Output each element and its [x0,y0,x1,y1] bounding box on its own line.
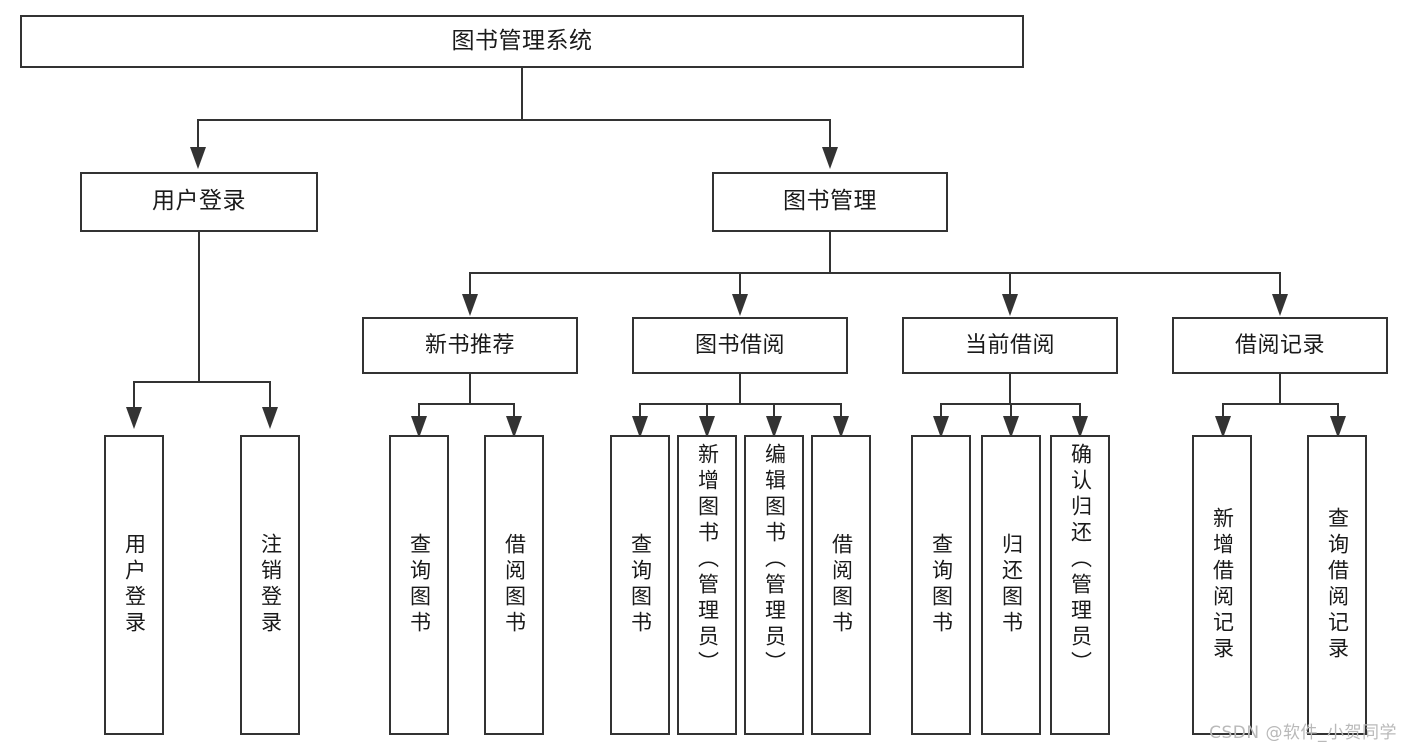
connector-book-borrow-drop-1 [639,403,641,419]
leaf-user-login[interactable]: 用户登录 [104,435,164,735]
leaf-query-book-current[interactable]: 查询图书 [911,435,971,735]
leaf-query-book-borrow[interactable]: 查询图书 [610,435,670,735]
connector-new-book-drop-1 [418,403,420,419]
arrowhead-book-borrow-2 [699,416,715,438]
leaf-query-borrow-record[interactable]: 查询借阅记录 [1307,435,1367,735]
node-root-book-management-system[interactable]: 图书管理系统 [20,15,1024,68]
connector-current-borrow-drop-2 [1010,403,1012,419]
arrowhead-borrow-record-1 [1215,416,1231,438]
connector-user-login-drop-1 [133,381,135,409]
arrowhead-level3-4 [1272,294,1288,316]
arrowhead-user-login-2 [262,407,278,429]
connector-borrow-record-bus [1222,403,1337,405]
arrowhead-level3-2 [732,294,748,316]
leaf-label: 新增借阅记录 [1210,507,1235,663]
leaf-add-borrow-record[interactable]: 新增借阅记录 [1192,435,1252,735]
node-book-management[interactable]: 图书管理 [712,172,948,232]
connector-new-book-drop-2 [513,403,515,419]
connector-user-login-drop-2 [269,381,271,409]
arrowhead-borrow-record-2 [1330,416,1346,438]
connector-level3-drop-3 [1009,272,1011,296]
connector-book-borrow-drop-3 [773,403,775,419]
connector-book-management-stem [829,232,831,273]
connector-borrow-record-drop-2 [1337,403,1339,419]
csdn-watermark: CSDN @软件_小贺同学 [1209,723,1397,743]
node-user-login[interactable]: 用户登录 [80,172,318,232]
arrowhead-level3-1 [462,294,478,316]
node-label: 图书管理 [783,188,877,215]
connector-current-borrow-drop-3 [1079,403,1081,419]
connector-level3-bus [469,272,1281,274]
leaf-edit-book-admin[interactable]: 编辑图书（管理员） [744,435,804,735]
arrowhead-book-borrow-4 [833,416,849,438]
arrowhead-level2-2 [822,147,838,169]
leaf-label: 借阅图书 [502,533,527,637]
connector-level3-drop-1 [469,272,471,296]
connector-level2-drop-1 [197,119,199,149]
connector-new-book-bus [418,403,513,405]
leaf-label: 查询借阅记录 [1325,507,1350,663]
leaf-query-book-recommend[interactable]: 查询图书 [389,435,449,735]
node-current-borrow[interactable]: 当前借阅 [902,317,1118,374]
leaf-add-book-admin[interactable]: 新增图书（管理员） [677,435,737,735]
node-label: 新书推荐 [424,332,515,358]
connector-book-borrow-drop-4 [840,403,842,419]
connector-current-borrow-stem [1009,374,1011,404]
arrowhead-level3-3 [1002,294,1018,316]
connector-user-login-stem [198,232,200,382]
connector-root-stem [521,68,523,120]
node-new-book-recommend[interactable]: 新书推荐 [362,317,578,374]
leaf-label: 查询图书 [628,533,653,637]
node-label: 图书管理系统 [451,27,593,54]
leaf-label: 注销登录 [258,533,283,637]
leaf-logout[interactable]: 注销登录 [240,435,300,735]
connector-level3-drop-4 [1279,272,1281,296]
leaf-label: 归还图书 [999,533,1024,637]
leaf-confirm-return-admin[interactable]: 确认归还（管理员） [1050,435,1110,735]
connector-level2-drop-2 [829,119,831,149]
leaf-borrow-book-recommend[interactable]: 借阅图书 [484,435,544,735]
leaf-borrow-book[interactable]: 借阅图书 [811,435,871,735]
connector-user-login-bus [133,381,270,383]
node-label: 当前借阅 [964,332,1055,358]
leaf-label: 查询图书 [929,533,954,637]
leaf-return-book[interactable]: 归还图书 [981,435,1041,735]
connector-book-borrow-stem [739,374,741,404]
leaf-label: 查询图书 [407,533,432,637]
node-label: 借阅记录 [1234,332,1325,358]
arrowhead-new-book-2 [506,416,522,438]
connector-book-borrow-drop-2 [706,403,708,419]
node-label: 图书借阅 [694,332,785,358]
leaf-label: 新增图书（管理员） [695,443,720,677]
arrowhead-book-borrow-1 [632,416,648,438]
arrowhead-current-borrow-2 [1003,416,1019,438]
node-book-borrow[interactable]: 图书借阅 [632,317,848,374]
leaf-label: 借阅图书 [829,533,854,637]
arrowhead-level2-1 [190,147,206,169]
connector-book-borrow-bus [639,403,842,405]
arrowhead-book-borrow-3 [766,416,782,438]
connector-borrow-record-stem [1279,374,1281,404]
leaf-label: 用户登录 [122,533,147,637]
node-borrow-record[interactable]: 借阅记录 [1172,317,1388,374]
arrowhead-user-login-1 [126,407,142,429]
connector-level2-bus [197,119,831,121]
leaf-label: 编辑图书（管理员） [762,443,787,677]
connector-level3-drop-2 [739,272,741,296]
leaf-label: 确认归还（管理员） [1068,443,1093,677]
connector-new-book-stem [469,374,471,404]
node-label: 用户登录 [152,188,246,215]
arrowhead-current-borrow-1 [933,416,949,438]
connector-borrow-record-drop-1 [1222,403,1224,419]
arrowhead-new-book-1 [411,416,427,438]
connector-current-borrow-drop-1 [940,403,942,419]
arrowhead-current-borrow-3 [1072,416,1088,438]
